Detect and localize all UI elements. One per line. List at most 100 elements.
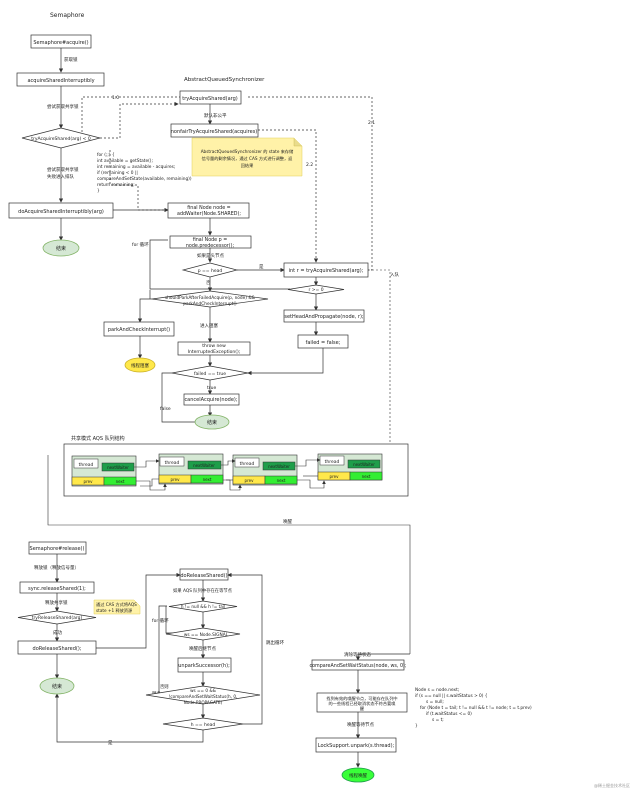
nonfair-code-line: for (;;) {: [97, 152, 115, 158]
do-acquire-shared-box: [8, 202, 114, 219]
acquire-end-label-2: 结束: [207, 419, 217, 426]
acquire-end-label: 结束: [56, 245, 66, 252]
do-release-shared-box: [17, 640, 97, 655]
clear-wait-label: 清除等待状态: [344, 651, 371, 658]
unpark-thread-label: LockSupport.unpark(s.thread);: [318, 743, 395, 749]
queue-node-3: thread nextWaiter prev next: [232, 454, 298, 486]
yes-label-1: 是: [259, 264, 264, 270]
unpark-code-line: for (Node t = tail; t != null && t != no…: [420, 705, 532, 711]
nonfair-code-block: for (;;) { int available = getState(); i…: [97, 152, 192, 194]
h-head-diamond: [162, 717, 244, 731]
try-r-label: int r = tryAcquireShared(arg);: [289, 268, 364, 274]
cancel-acquire-label: cancelAcquire(node);: [184, 397, 237, 403]
queue-node-thread: thread: [240, 461, 255, 467]
h-cond-label: h != null && h != tail: [181, 604, 225, 609]
find-next-line-3: 醒: [360, 706, 365, 712]
acquire-interruptibly-box: [16, 72, 105, 87]
enqueue-label: 入队: [390, 271, 399, 278]
true-label: true: [207, 385, 216, 391]
acquire-interruptibly-label: acquireSharedInterruptibly: [27, 78, 94, 84]
queue-title: 共享模式 AQS 队列结构: [71, 435, 125, 442]
queue-has-nodes-label: 如果 AQS 队列中存在在等节点: [173, 587, 233, 594]
for-loop-label: for 循环: [132, 241, 149, 248]
unpark-code-line: s = t;: [432, 717, 444, 723]
queue-node-next: next: [277, 478, 286, 483]
unpark-successor-box: [177, 657, 232, 673]
nonfair-code-line: compareAndSetState(available, remaining)…: [97, 176, 192, 182]
semaphore-release-box: [28, 541, 87, 555]
queue-node-thread: thread: [165, 460, 180, 466]
acquire-end-node-2: [194, 414, 230, 430]
unpark-code-line: }: [415, 723, 418, 729]
failed-true-diamond: [171, 365, 249, 381]
semaphore-acquire-box: [30, 34, 92, 49]
failed-false-box: [297, 334, 349, 349]
nonfair-try-acquire-box: [170, 123, 259, 138]
ws-cas-line-3: Node.PROPAGATE): [184, 700, 223, 705]
h-cond-diamond: [168, 600, 238, 613]
queue-node-1: thread nextWaiter prev next: [71, 455, 137, 487]
try-fail-label-1: 尝试获取共享锁: [47, 166, 79, 173]
edge-label-2: 2.1: [368, 120, 375, 126]
thread-block-node: [124, 357, 156, 373]
set-head-label: setHeadAndPropagate(node, r);: [284, 314, 364, 320]
h-head-label: h == head: [191, 722, 216, 728]
queue-node-thread: thread: [325, 459, 340, 465]
unpark-code-line: Node s = node.next;: [415, 687, 459, 693]
queue-node-next: next: [362, 474, 371, 479]
add-waiter-line-1: final Node node =: [187, 205, 230, 211]
enter-block-label: 进入阻塞: [200, 322, 218, 329]
release-yes-label: 是: [108, 740, 113, 746]
watermark: @稀土掘金技术社区: [594, 782, 630, 788]
nonfair-code-line: int available = getState();: [97, 158, 153, 164]
queue-node-next-waiter: nextWaiter: [268, 464, 290, 469]
state-note-line-2: 信号量的剩余情况，通过 CAS 方式进行调整，返: [202, 155, 293, 162]
release-shared-lock-label: 释放共享锁: [45, 599, 68, 606]
predecessor-line-1: final Node p =: [193, 237, 228, 243]
thread-block-label: 线程阻塞: [131, 362, 149, 369]
cas-status-box: [311, 659, 405, 671]
should-park-line-2: parkAndCheckInterrupt(): [183, 301, 237, 307]
queue-node-next-waiter: nextWaiter: [193, 463, 215, 468]
try-acquire-decision-label: tryAcquireShared(arg) < 0: [31, 136, 91, 142]
queue-node-next-waiter: nextWaiter: [353, 462, 375, 467]
get-lock-label: 获取锁: [64, 56, 78, 63]
p-head-diamond: [181, 262, 239, 278]
release-end-label: 结束: [52, 683, 62, 690]
release-lock-label: 释放锁（释放信号量）: [34, 564, 79, 571]
throw-line-1: throw new: [202, 343, 226, 349]
park-check-label: parkAndCheckInterrupt(): [108, 327, 170, 333]
cas-status-label: compareAndSetWaitStatus(node, ws, 0);: [309, 663, 406, 669]
thread-wake-label: 线程唤醒: [349, 772, 367, 779]
find-next-line-2: 的一些线程已经取消状态不符合要唤: [328, 700, 396, 707]
throw-interrupted-box: [177, 341, 251, 356]
wake-wait-label: 唤醒等待节点: [347, 721, 374, 728]
state-note-line-3: 回结果: [241, 162, 254, 169]
unpark-thread-box: [315, 737, 397, 753]
try-fail-label-2: 失败进入排队: [47, 173, 74, 180]
queue-node-next-waiter: nextWaiter: [107, 465, 129, 470]
unpark-code-line: if (t.waitStatus <= 0): [426, 711, 472, 717]
queue-node-thread: thread: [79, 462, 94, 468]
wake-next-label: 唤醒后继节点: [189, 645, 216, 652]
release-end-node: [39, 677, 75, 695]
cas-note-line-2: state +1 释放资源: [96, 607, 133, 614]
do-release-shared-label: doReleaseShared();: [33, 646, 82, 652]
try-release-diamond: [17, 610, 97, 625]
cas-note-line-1: 通过 CAS 方式将AQS: [96, 601, 137, 608]
edge-label-3: 2.2: [306, 162, 313, 168]
ws-cas-line-2: !compareAndSetWaitStatus(h, 0,: [169, 694, 238, 699]
queue-node-prev: prev: [330, 474, 340, 479]
should-park-line-1: shouldParkAfterFailedAcquire(p, node) &&: [165, 295, 256, 301]
nonfair-try-acquire-label: nonfairTryAcquireShared(acquires): [171, 129, 258, 135]
predecessor-line-2: node.predecessor();: [186, 243, 235, 249]
predecessor-box: [169, 235, 252, 249]
release-shared-label: sync.releaseShared(1);: [28, 586, 86, 592]
wake-label: 唤醒: [283, 518, 292, 525]
unpark-code-line: if (s == null || s.waitStatus > 0) {: [415, 693, 488, 699]
failed-false-label: failed = false;: [306, 340, 341, 346]
unpark-successor-label: unparkSuccessor(h);: [178, 663, 230, 669]
set-head-box: [283, 309, 365, 323]
try-get-shared-label: 尝试获取共享锁: [47, 103, 79, 110]
